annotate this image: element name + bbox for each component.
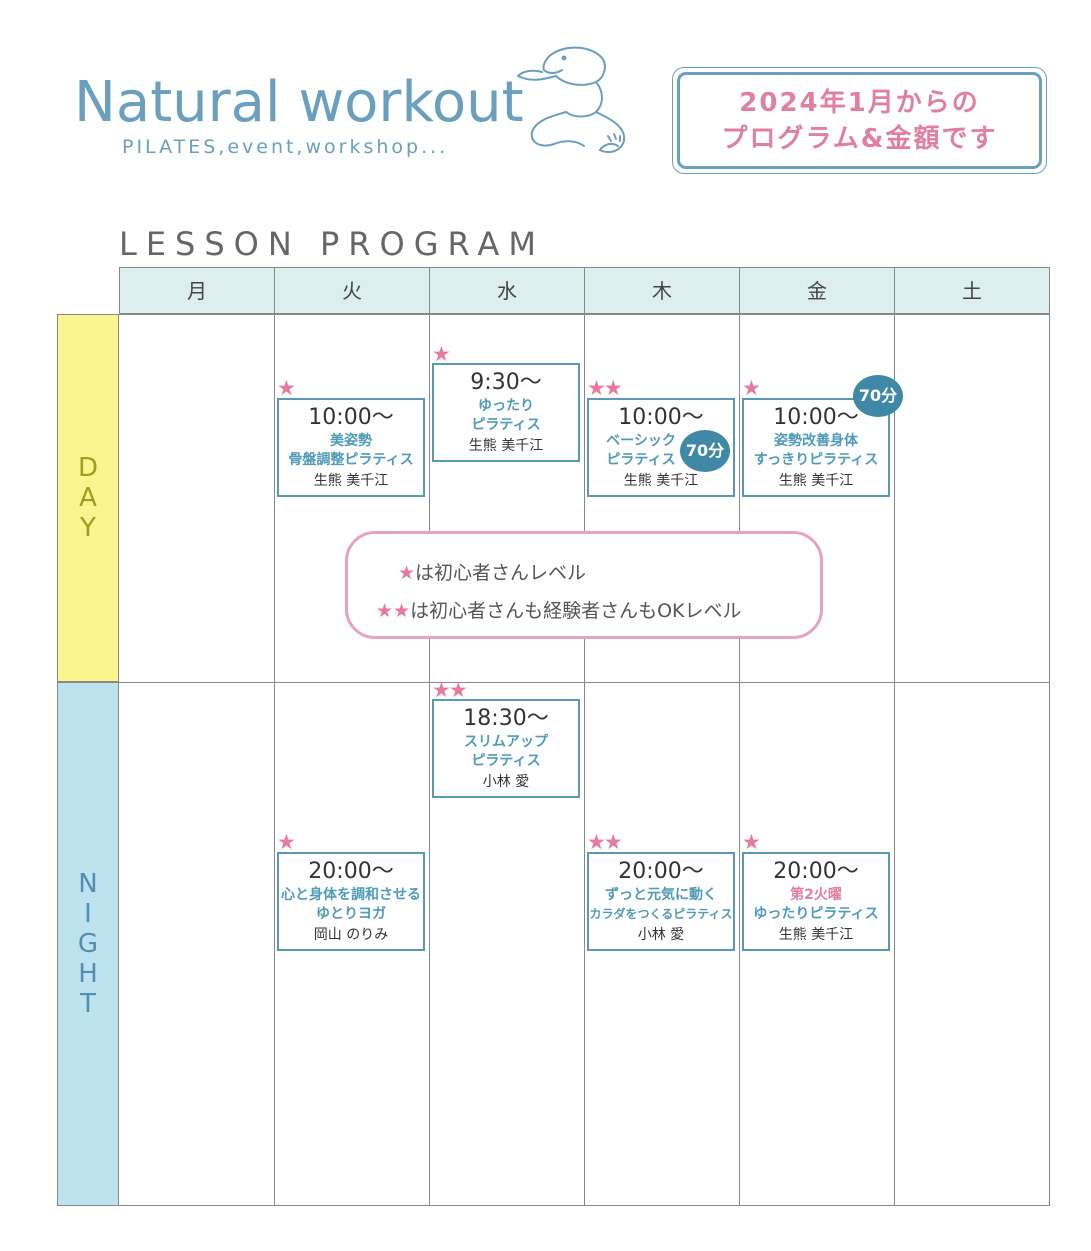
schedule-grid: 月 火 水 木 金 土 D A Y N I G H T xyxy=(57,267,1050,1206)
class-name-line1: スリムアップ xyxy=(464,734,548,750)
level-stars: ★ xyxy=(277,376,296,400)
class-name-line1: ベーシック xyxy=(606,433,676,449)
class-name-line1: 心と身体を調和させる xyxy=(281,887,421,903)
band-letter: H xyxy=(78,959,98,989)
column-divider xyxy=(739,267,740,1206)
class-teacher: 岡山 のりみ xyxy=(313,927,389,943)
band-letter: N xyxy=(78,869,98,899)
class-time: 20:00〜 xyxy=(618,859,704,884)
band-letter: D xyxy=(77,453,99,483)
legend-text: は初心者さんも経験者さんもOKレベル xyxy=(410,600,742,622)
class-name-line1: 美姿勢 xyxy=(330,433,372,449)
legend-star: ★ xyxy=(398,562,416,584)
band-letter: Y xyxy=(80,513,96,543)
notice-outer-frame xyxy=(672,67,1047,174)
column-divider xyxy=(584,267,585,1206)
night-band: N I G H T xyxy=(57,682,119,1206)
section-title: LESSON PROGRAM xyxy=(119,225,545,263)
column-divider xyxy=(894,267,895,1206)
level-stars: ★★ xyxy=(587,830,623,854)
level-stars: ★ xyxy=(742,376,761,400)
class-name-line2: すっきりピラティス xyxy=(753,452,879,468)
level-stars: ★ xyxy=(742,830,761,854)
day-header-fri: 金 xyxy=(739,267,895,314)
logo-title: Natural workout xyxy=(74,70,524,135)
notice-line-1: 2024年1月からの xyxy=(739,88,980,118)
class-name-line2: ゆとりヨガ xyxy=(316,906,386,922)
class-card-tue-night: 20:00〜 心と身体を調和させる ゆとりヨガ 岡山 のりみ xyxy=(277,852,425,951)
polar-bear-logo-icon xyxy=(517,46,626,154)
day-header-wed: 水 xyxy=(429,267,585,314)
class-teacher: 生熊 美千江 xyxy=(778,473,854,489)
class-time: 10:00〜 xyxy=(618,405,704,430)
class-time: 10:00〜 xyxy=(308,405,394,430)
duration-badge: 70分 xyxy=(680,430,730,472)
class-name-line1: ずっと元気に動く xyxy=(605,887,717,903)
level-legend: ★は初心者さんレベル ★★は初心者さんも経験者さんもOKレベル xyxy=(345,531,823,639)
day-header-tue: 火 xyxy=(274,267,430,314)
class-card-thu-night: 20:00〜 ずっと元気に動く カラダをつくるピラティス 小林 愛 xyxy=(587,852,735,951)
class-teacher: 小林 愛 xyxy=(482,774,530,790)
class-time: 20:00〜 xyxy=(773,859,859,884)
class-name-line1: 姿勢改善身体 xyxy=(774,433,858,449)
day-header-thu: 木 xyxy=(584,267,740,314)
class-teacher: 生熊 美千江 xyxy=(623,473,699,489)
day-band: D A Y xyxy=(57,314,119,682)
class-name-line2: 骨盤調整ピラティス xyxy=(288,452,414,468)
class-name-line2: ゆったりピラティス xyxy=(753,906,879,922)
class-name-line2: ピラティス xyxy=(471,417,541,433)
day-header-sat: 土 xyxy=(894,267,1050,314)
logo-subtitle: PILATES,event,workshop... xyxy=(122,136,449,158)
class-teacher: 生熊 美千江 xyxy=(778,927,854,943)
class-card-fri-night: 20:00〜 第2火曜 ゆったりピラティス 生熊 美千江 xyxy=(742,852,890,951)
class-time: 18:30〜 xyxy=(463,706,549,731)
level-stars: ★★ xyxy=(587,376,623,400)
class-teacher: 小林 愛 xyxy=(637,927,685,943)
legend-row-beginner: ★は初心者さんレベル xyxy=(398,558,586,585)
class-name-line2: ピラティス xyxy=(606,452,676,468)
class-name-line1: 第2火曜 xyxy=(790,887,842,903)
level-stars: ★★ xyxy=(432,678,468,702)
class-time: 20:00〜 xyxy=(308,859,394,884)
class-name-line1: ゆったり xyxy=(478,398,534,414)
class-name-line2: カラダをつくるピラティス xyxy=(589,907,733,921)
band-letter: T xyxy=(80,989,96,1019)
class-name-line2: ピラティス xyxy=(471,753,541,769)
day-night-divider xyxy=(119,682,1050,683)
class-card-fri-day: 10:00〜 姿勢改善身体 すっきりピラティス 生熊 美千江 xyxy=(742,398,890,497)
day-header-mon: 月 xyxy=(119,267,275,314)
class-card-tue-day: 10:00〜 美姿勢 骨盤調整ピラティス 生熊 美千江 xyxy=(277,398,425,497)
notice-box: 2024年1月からの プログラム&金額です xyxy=(677,72,1042,169)
level-stars: ★ xyxy=(432,342,451,366)
legend-row-all-levels: ★★は初心者さんも経験者さんもOKレベル xyxy=(376,596,742,623)
legend-star: ★★ xyxy=(376,600,411,622)
class-card-wed-night: 18:30〜 スリムアップ ピラティス 小林 愛 xyxy=(432,699,580,798)
class-teacher: 生熊 美千江 xyxy=(468,438,544,454)
column-divider xyxy=(274,267,275,1206)
class-card-wed-day: 9:30〜 ゆったり ピラティス 生熊 美千江 xyxy=(432,363,580,462)
legend-text: は初心者さんレベル xyxy=(415,562,587,584)
column-divider xyxy=(429,267,430,1206)
class-time: 9:30〜 xyxy=(470,370,542,395)
band-letter: I xyxy=(84,899,92,929)
band-letter: G xyxy=(77,929,99,959)
level-stars: ★ xyxy=(277,830,296,854)
class-time: 10:00〜 xyxy=(773,405,859,430)
duration-badge: 70分 xyxy=(853,375,903,417)
band-letter: A xyxy=(79,483,97,513)
notice-line-2: プログラム&金額です xyxy=(721,124,998,154)
class-teacher: 生熊 美千江 xyxy=(313,473,389,489)
